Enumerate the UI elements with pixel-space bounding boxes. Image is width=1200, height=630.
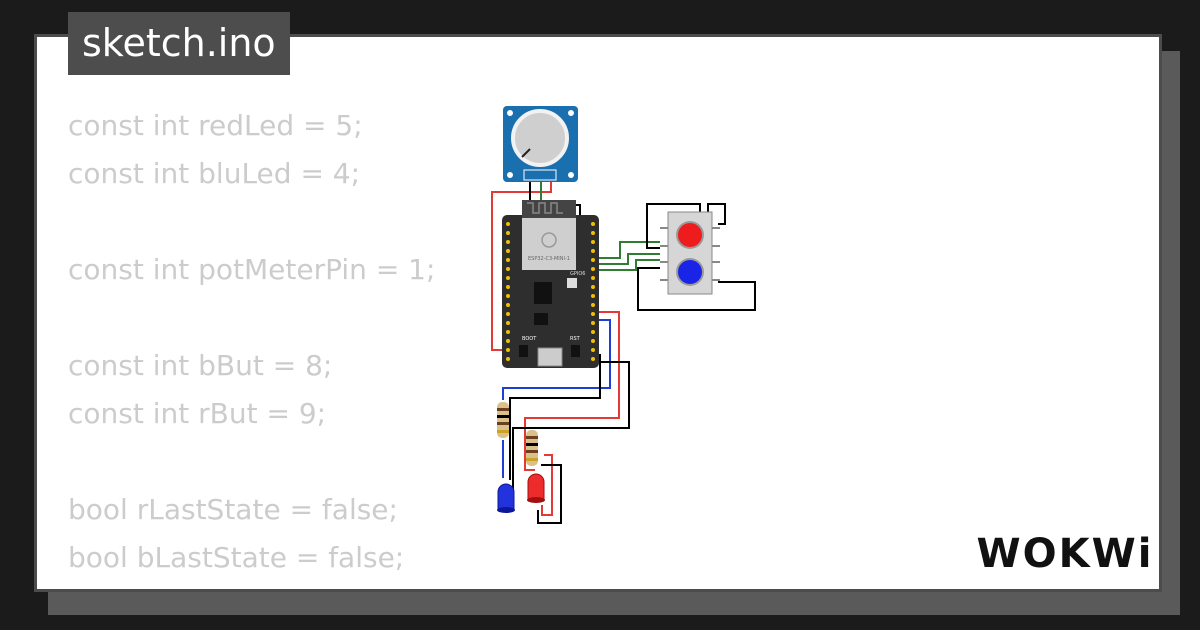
rst-label: RST bbox=[570, 336, 581, 342]
boot-label: BOOT bbox=[522, 336, 537, 342]
code-line bbox=[68, 294, 435, 342]
code-line bbox=[68, 438, 435, 486]
code-line: bool rLastState = false; bbox=[68, 493, 398, 526]
brand-name: WOKWi bbox=[977, 531, 1154, 577]
resistor-icon bbox=[497, 402, 538, 466]
potentiometer-icon bbox=[503, 106, 578, 182]
circuit-diagram: ESP32-C3-MINI-1 GPIO6 BOOT RST bbox=[491, 106, 756, 524]
gpio-label: GPIO6 bbox=[570, 271, 585, 277]
code-line: const int redLed = 5; bbox=[68, 109, 363, 142]
pushbutton-icon bbox=[660, 211, 720, 295]
code-line: const int bluLed = 4; bbox=[68, 157, 361, 190]
wokwi-logo-icon: WOKWi bbox=[977, 531, 1154, 577]
code-line bbox=[68, 198, 435, 246]
code-line: bool bLastState = false; bbox=[68, 541, 405, 574]
file-name-tag: sketch.ino bbox=[68, 12, 290, 75]
esp32-board-icon: ESP32-C3-MINI-1 GPIO6 BOOT RST bbox=[502, 200, 599, 368]
code-preview: const int redLed = 5; const int bluLed = … bbox=[68, 102, 435, 582]
chip-label: ESP32-C3-MINI-1 bbox=[528, 256, 570, 262]
code-line: const int rBut = 9; bbox=[68, 397, 327, 430]
led-icon bbox=[497, 473, 545, 513]
code-line: const int bBut = 8; bbox=[68, 349, 333, 382]
code-line: const int potMeterPin = 1; bbox=[68, 253, 436, 286]
